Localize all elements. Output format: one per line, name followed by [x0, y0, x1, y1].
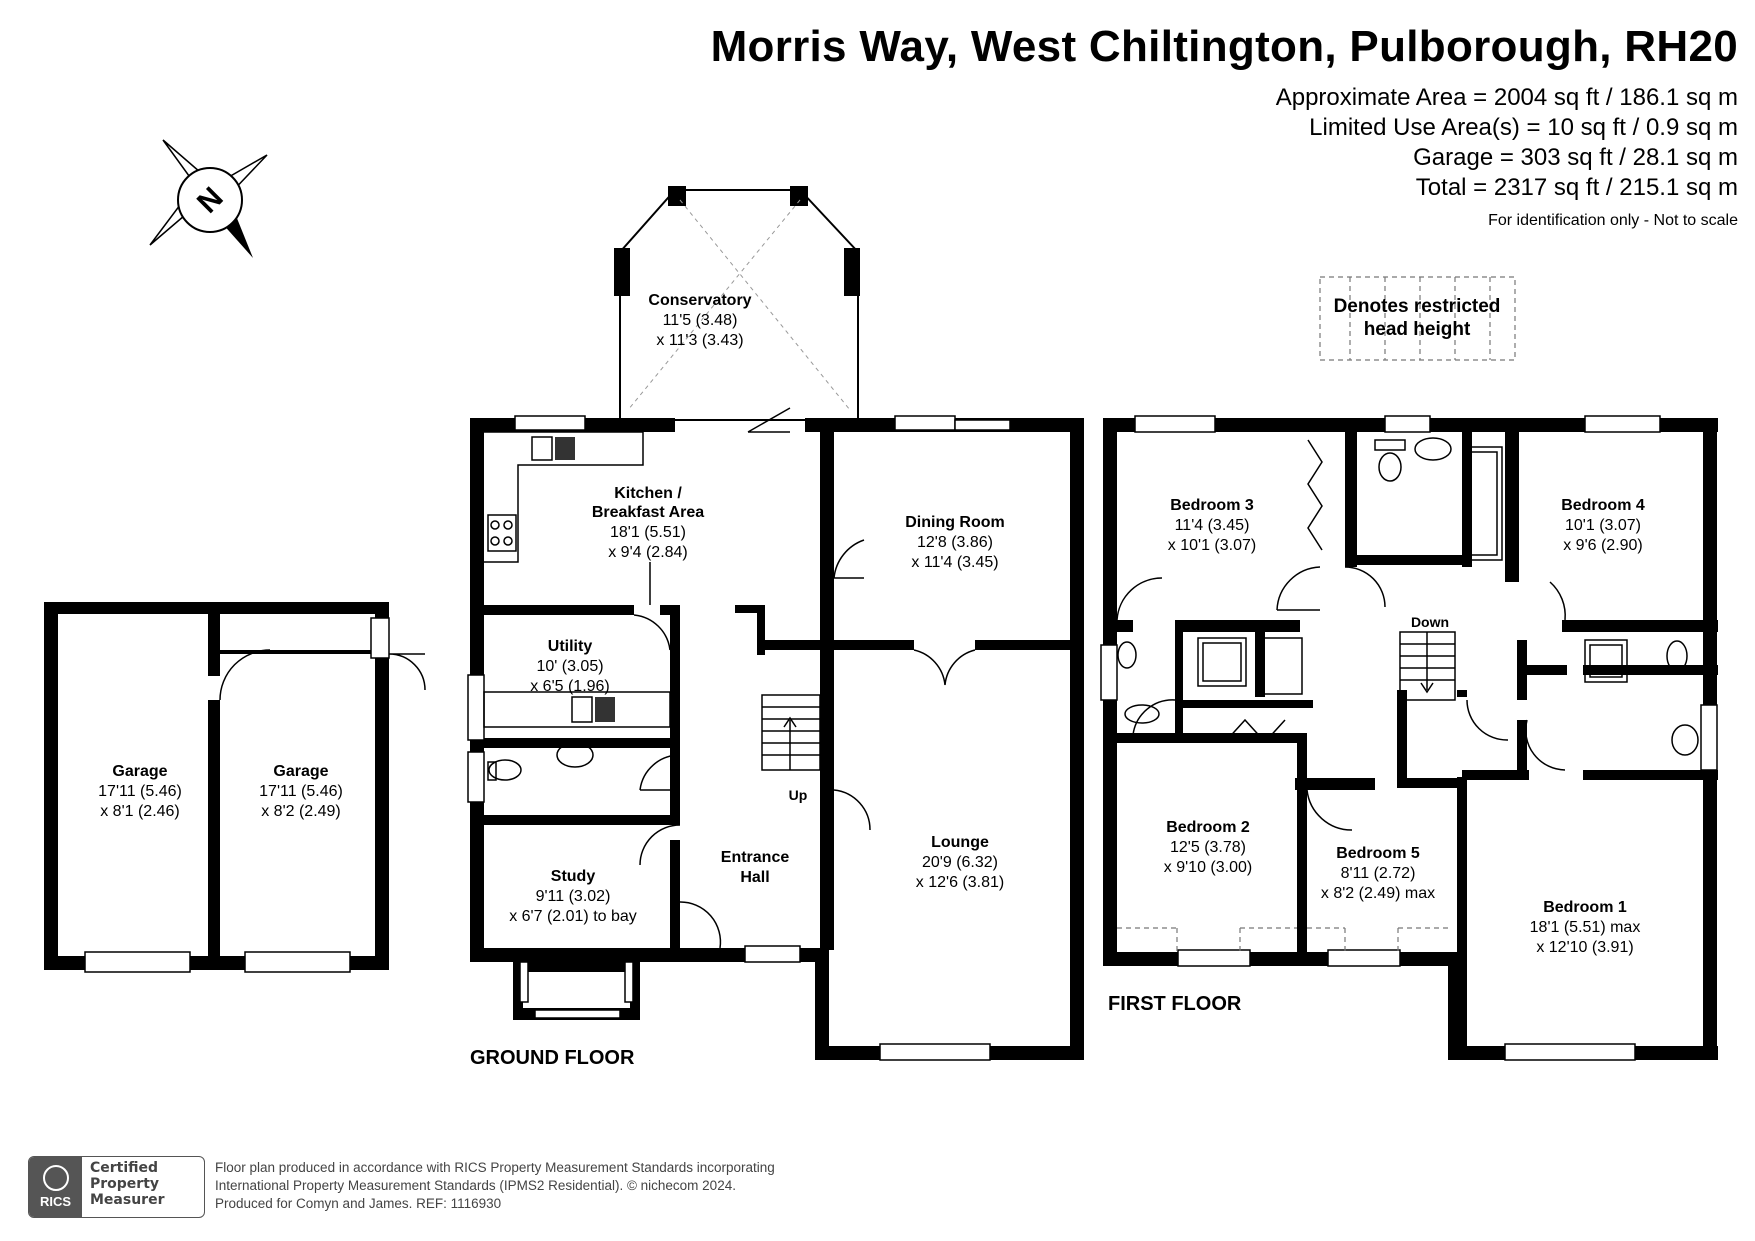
bedroom2-name: Bedroom 2: [1166, 819, 1250, 836]
lounge-dim1: 20'9 (6.32): [922, 854, 998, 871]
bedroom2-dim1: 12'5 (3.78): [1170, 839, 1246, 856]
kitchen-name1: Kitchen /: [614, 485, 682, 502]
footer-line3: Produced for Comyn and James. REF: 11169…: [215, 1196, 502, 1211]
bedroom3-dim2: x 10'1 (3.07): [1168, 537, 1256, 554]
bedroom5-dim1: 8'11 (2.72): [1341, 865, 1416, 882]
certified-measurer-text: Certified Property Measurer: [82, 1157, 172, 1217]
ground-floor-label: GROUND FLOOR: [470, 1047, 635, 1069]
bedroom3-name: Bedroom 3: [1170, 497, 1254, 514]
garage-right-name: Garage: [273, 763, 328, 780]
lounge-name: Lounge: [931, 834, 989, 851]
bedroom1-dim1: 18'1 (5.51) max: [1530, 919, 1641, 936]
bedroom5-dim2: x 8'2 (2.49) max: [1321, 885, 1435, 902]
study-name: Study: [551, 868, 596, 885]
total-area: Total = 2317 sq ft / 215.1 sq m: [1415, 174, 1738, 201]
dining-room-dim2: x 11'4 (3.45): [911, 554, 998, 571]
scale-note: For identification only - Not to scale: [1488, 212, 1738, 229]
bedroom4-name: Bedroom 4: [1561, 497, 1645, 514]
footer-line1: Floor plan produced in accordance with R…: [215, 1160, 775, 1175]
rics-logo-text: RICS: [39, 1194, 72, 1209]
first-floor-label: FIRST FLOOR: [1108, 993, 1242, 1015]
badge-line2: Property: [90, 1176, 160, 1192]
compass-icon: N: [149, 139, 268, 258]
entrance-hall-name2: Hall: [740, 869, 769, 886]
garage-left-dim1: 17'11 (5.46): [98, 783, 182, 800]
legend-line1: Denotes restricted: [1334, 296, 1501, 317]
bedroom4-dim1: 10'1 (3.07): [1565, 517, 1641, 534]
rics-logo: RICS: [29, 1157, 82, 1217]
stairs-up-label: Up: [789, 787, 808, 803]
limited-use-area: Limited Use Area(s) = 10 sq ft / 0.9 sq …: [1309, 114, 1738, 141]
kitchen-dim2: x 9'4 (2.84): [608, 544, 688, 561]
legend-line2: head height: [1364, 319, 1471, 340]
garage-right-dim1: 17'11 (5.46): [259, 783, 343, 800]
bedroom1-name: Bedroom 1: [1543, 899, 1627, 916]
plan-title: Morris Way, West Chiltington, Pulborough…: [710, 22, 1738, 71]
utility-dim2: x 6'5 (1.96): [530, 678, 610, 695]
dining-room-name: Dining Room: [905, 514, 1005, 531]
first-floor-walls: [1100, 415, 1718, 1061]
ground-floor-walls: [467, 186, 1084, 1061]
study-dim2: x 6'7 (2.01) to bay: [509, 908, 637, 925]
entrance-hall-name1: Entrance: [721, 849, 790, 866]
utility-dim1: 10' (3.05): [536, 658, 603, 675]
kitchen-dim1: 18'1 (5.51): [610, 524, 686, 541]
stairs-down-label: Down: [1411, 614, 1449, 630]
utility-name: Utility: [548, 638, 593, 655]
garage-area: Garage = 303 sq ft / 28.1 sq m: [1413, 144, 1738, 171]
garage-left-dim2: x 8'1 (2.46): [100, 803, 180, 820]
footer-disclaimer: Floor plan produced in accordance with R…: [215, 1159, 775, 1213]
conservatory-name: Conservatory: [648, 292, 751, 309]
bedroom4-dim2: x 9'6 (2.90): [1563, 537, 1643, 554]
badge-line1: Certified: [90, 1160, 159, 1176]
bedroom5-name: Bedroom 5: [1336, 845, 1420, 862]
bedroom3-dim1: 11'4 (3.45): [1175, 517, 1250, 534]
restricted-height-legend: Denotes restricted head height: [1319, 276, 1516, 361]
rics-certified-badge: RICS Certified Property Measurer: [28, 1156, 205, 1218]
bedroom1-dim2: x 12'10 (3.91): [1536, 939, 1633, 956]
rics-seal-icon: [42, 1165, 69, 1191]
study-dim1: 9'11 (3.02): [536, 888, 611, 905]
garage-left-name: Garage: [112, 763, 167, 780]
badge-line3: Measurer: [90, 1192, 165, 1208]
conservatory-dim1: 11'5 (3.48): [663, 312, 738, 329]
kitchen-name2: Breakfast Area: [592, 504, 704, 521]
dining-room-dim1: 12'8 (3.86): [917, 534, 993, 551]
lounge-dim2: x 12'6 (3.81): [916, 874, 1004, 891]
bedroom2-dim2: x 9'10 (3.00): [1164, 859, 1252, 876]
garage-block: [44, 602, 426, 973]
conservatory-dim2: x 11'3 (3.43): [656, 332, 743, 349]
footer-line2: International Property Measurement Stand…: [215, 1178, 736, 1193]
approx-area: Approximate Area = 2004 sq ft / 186.1 sq…: [1275, 84, 1738, 111]
garage-right-dim2: x 8'2 (2.49): [261, 803, 341, 820]
